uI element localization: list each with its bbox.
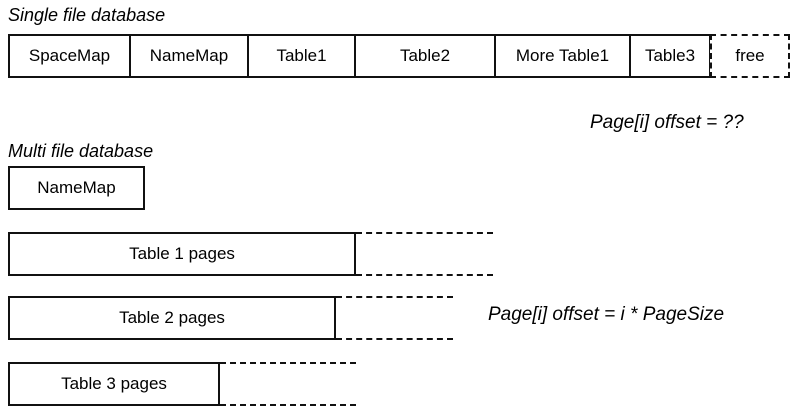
single-file-cell-label: NameMap — [149, 46, 229, 65]
multi-file-row-box: Table 3 pages — [8, 362, 220, 406]
single-file-caption: Single file database — [8, 5, 166, 25]
multi-file-row-label: Table 1 pages — [129, 244, 235, 263]
multi-file-row-box: Table 2 pages — [8, 296, 336, 340]
multi-file-row-box: NameMap — [8, 166, 145, 210]
multi-file-row-label: NameMap — [37, 178, 116, 197]
multi-file-caption: Multi file database — [8, 141, 154, 161]
multi-file-row-label: Table 2 pages — [119, 308, 225, 327]
single-file-cell-label: More Table1 — [515, 46, 610, 65]
multi-file-row: Table 1 pages — [8, 232, 493, 276]
single-file-cell: NameMap — [130, 34, 248, 78]
single-file-cell-label: Table2 — [399, 46, 451, 65]
single-file-cell: More Table1 — [495, 34, 630, 78]
multi-file-row: Table 3 pages — [8, 362, 356, 406]
single-file-cell: SpaceMap — [8, 34, 130, 78]
single-file-strip: SpaceMap NameMap Table1 Table2 More Table1 Ta… — [8, 34, 790, 78]
single-file-cell: Table3 — [630, 34, 710, 78]
single-file-cell: Table1 — [248, 34, 355, 78]
multi-file-row-free-extent — [220, 362, 356, 406]
single-file-cell-label: Table1 — [276, 46, 327, 65]
single-file-cell: free — [710, 34, 790, 78]
multi-file-row-box: Table 1 pages — [8, 232, 356, 276]
single-file-cell-label: free — [735, 46, 765, 65]
multi-file-row-free-extent — [336, 296, 453, 340]
multi-file-offset-annotation: Page[i] offset = i * PageSize — [488, 304, 725, 325]
multi-file-row-label: Table 3 pages — [61, 374, 167, 393]
multi-file-row: Table 2 pages — [8, 296, 453, 340]
multi-file-row-free-extent — [356, 232, 493, 276]
single-file-cell: Table2 — [355, 34, 495, 78]
multi-file-row: NameMap — [8, 166, 145, 210]
single-file-cell-label: SpaceMap — [28, 46, 111, 65]
single-file-offset-annotation: Page[i] offset = ?? — [590, 112, 744, 133]
single-file-cell-label: Table3 — [644, 46, 696, 65]
